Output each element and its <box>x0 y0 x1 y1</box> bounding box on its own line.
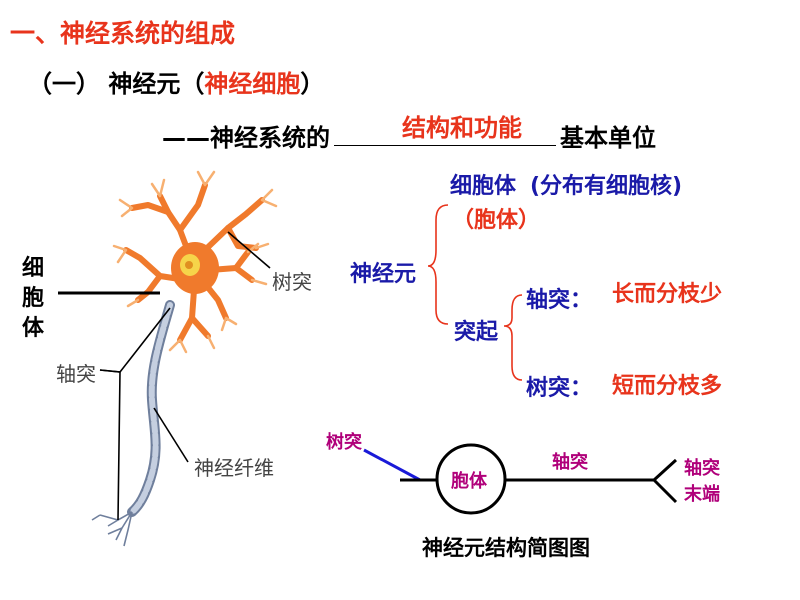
definition-suffix: 基本单位 <box>560 124 656 152</box>
class-cell-body-detail: (分布有细胞核) <box>530 174 683 199</box>
definition-line: ——神经系统的 基本单位 <box>162 118 656 153</box>
subtitle-prefix: （一） 神经元（ <box>28 70 205 98</box>
subtitle: （一） 神经元（神经细胞） <box>28 64 324 99</box>
nerve-fiber-drawing <box>91 300 175 547</box>
schematic-axon-label: 轴突 <box>552 452 588 473</box>
schematic-dendrite-label: 树突 <box>326 432 362 453</box>
schematic-axon-terminal-label-2: 末端 <box>684 484 720 505</box>
cell-body-label-2: 胞 <box>22 286 45 311</box>
class-process: 突起 <box>454 320 499 345</box>
subtitle-suffix: ） <box>300 70 325 98</box>
nerve-fiber-label: 神经纤维 <box>194 456 274 480</box>
cell-body-label-1: 细 <box>22 256 45 281</box>
schematic-cell-body-label: 胞体 <box>451 471 487 492</box>
schematic-caption: 神经元结构简图图 <box>422 536 590 560</box>
axon-label: 轴突 <box>56 362 96 386</box>
schematic-drawing <box>363 443 678 515</box>
class-cell-body-alias: （胞体） <box>452 208 541 233</box>
cell-body-label-3: 体 <box>22 316 45 341</box>
subtitle-highlight: 神经细胞 <box>204 70 301 98</box>
class-axon-desc: 长而分枝少 <box>612 282 723 307</box>
dendrite-label: 树突 <box>272 270 312 294</box>
class-root: 神经元 <box>350 262 417 287</box>
class-dendrite: 树突： <box>526 376 593 401</box>
definition-blank <box>334 123 556 146</box>
page-title: 一、神经系统的组成 <box>10 19 236 48</box>
class-cell-body: 细胞体 <box>450 174 517 199</box>
class-axon: 轴突： <box>526 288 593 313</box>
schematic-axon-terminal-label-1: 轴突 <box>684 458 720 479</box>
definition-answer: 结构和功能 <box>402 114 522 142</box>
class-dendrite-desc: 短而分枝多 <box>612 374 723 399</box>
cell-body-drawing <box>171 242 219 294</box>
definition-prefix: ——神经系统的 <box>162 124 330 152</box>
